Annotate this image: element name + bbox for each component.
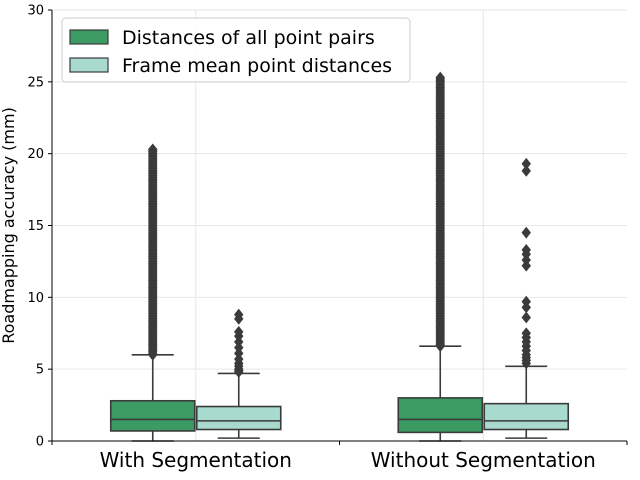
y-tick-label: 10 xyxy=(27,291,44,306)
outlier-point xyxy=(521,244,531,256)
legend-label: Frame mean point distances xyxy=(122,55,392,77)
box-iqr xyxy=(195,405,282,431)
outlier-point xyxy=(234,308,244,321)
outlier-point xyxy=(521,327,531,340)
box-1-1 xyxy=(483,157,570,439)
legend-label: Distances of all point pairs xyxy=(122,27,375,49)
y-tick-label: 30 xyxy=(27,4,44,19)
box-iqr xyxy=(483,402,570,431)
outlier-point xyxy=(521,295,531,308)
box-iqr xyxy=(397,397,484,434)
outlier-point xyxy=(148,143,158,156)
legend-box xyxy=(61,17,411,83)
box-0-0 xyxy=(109,143,196,442)
box-1-0 xyxy=(195,308,282,439)
outlier-point xyxy=(521,226,531,239)
legend-swatch xyxy=(69,57,109,73)
outlier-point xyxy=(521,157,531,170)
box-series xyxy=(109,71,570,442)
y-tick-label: 0 xyxy=(36,435,44,450)
y-tick-label: 25 xyxy=(27,75,44,90)
y-tick-label: 5 xyxy=(36,363,44,378)
x-category-label: Without Segmentation xyxy=(371,448,596,472)
outlier-point xyxy=(521,311,531,324)
outlier-point xyxy=(435,71,445,84)
box-iqr xyxy=(109,399,196,432)
y-tick-label: 20 xyxy=(27,147,44,162)
legend-swatch xyxy=(69,29,109,45)
x-category-label: With Segmentation xyxy=(100,448,292,472)
y-axis-label: Roadmapping accuracy (mm) xyxy=(0,107,18,344)
y-tick-label: 15 xyxy=(27,219,44,234)
outlier-point xyxy=(521,165,531,177)
outlier-point xyxy=(234,325,244,338)
box-0-1 xyxy=(397,71,484,442)
